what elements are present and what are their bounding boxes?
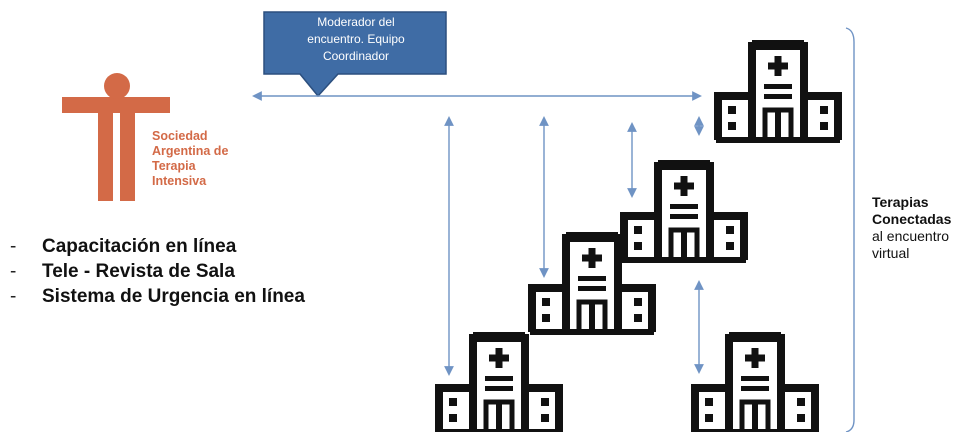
list-item-text: Sistema de Urgencia en línea (42, 285, 305, 307)
sati-logo (62, 73, 170, 201)
hospital-icon (716, 44, 840, 140)
moderator-callout (263, 11, 447, 98)
list-item-text: Tele - Revista de Sala (42, 260, 235, 282)
bullet-dash: - (10, 235, 17, 257)
list-item-text: Capacitación en línea (42, 235, 237, 257)
logo-line: Terapia (152, 159, 196, 173)
connected-line-2: Conectadas (872, 211, 952, 227)
moderator-text: Moderador del encuentro. Equipo Coordina… (266, 14, 446, 65)
hospital-icon (693, 336, 817, 432)
logo-line: Argentina de (152, 144, 229, 158)
connected-label: Terapias Conectadas al encuentro virtual (872, 194, 951, 262)
logo-line: Sociedad (152, 129, 208, 143)
hospital-icon (530, 236, 654, 332)
connection-arrows (252, 91, 704, 376)
connected-line-1: Terapias (872, 194, 929, 210)
bracket (845, 27, 855, 432)
hospital-icon (622, 164, 746, 260)
bullet-dash: - (10, 260, 17, 282)
logo-line: Intensiva (152, 174, 207, 188)
bullet-dash: - (10, 285, 17, 307)
list-item: - Capacitación en línea (10, 234, 305, 259)
moderator-line: Coordinador (322, 49, 390, 63)
hospital-icon (437, 336, 561, 432)
list-item: - Tele - Revista de Sala (10, 259, 305, 284)
connected-line-4: virtual (872, 245, 910, 261)
connected-line-3: al encuentro (872, 228, 950, 244)
services-list: - Capacitación en línea - Tele - Revista… (10, 234, 305, 309)
moderator-line: Moderador del (317, 15, 395, 29)
list-item: - Sistema de Urgencia en línea (10, 284, 305, 309)
moderator-line: encuentro. Equipo (307, 32, 405, 46)
logo-text: Sociedad Argentina de Terapia Intensiva (152, 129, 228, 189)
